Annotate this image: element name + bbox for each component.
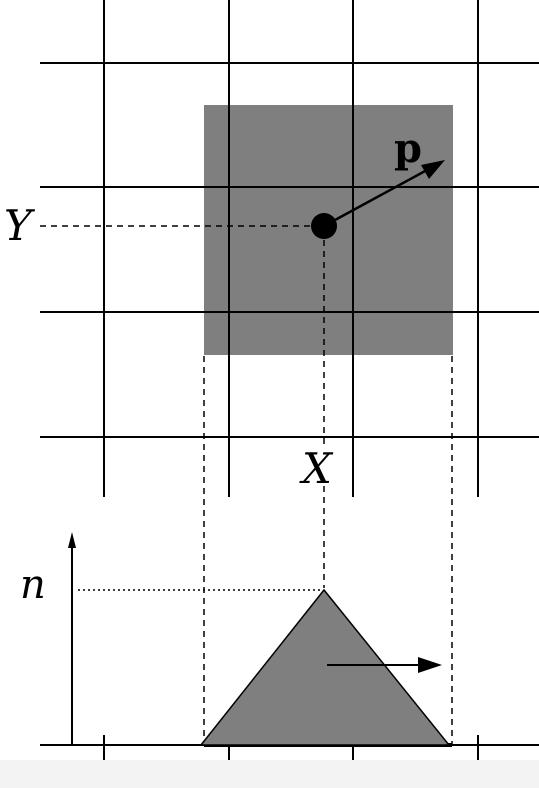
- x-label: X: [299, 444, 334, 493]
- vertical-axis-arrowhead: [68, 532, 76, 548]
- sample-point: [311, 213, 337, 239]
- footer-band: [0, 760, 539, 788]
- vector-p-shaft: [323, 168, 428, 228]
- pixel-grid: [40, 0, 539, 497]
- tent-filter: [199, 588, 451, 746]
- vector-p-arrowhead: [421, 160, 445, 179]
- direction-arrow-head: [418, 657, 442, 673]
- vector-label: p: [394, 125, 422, 172]
- y-label: Y: [4, 201, 36, 250]
- height-label: n: [20, 562, 46, 608]
